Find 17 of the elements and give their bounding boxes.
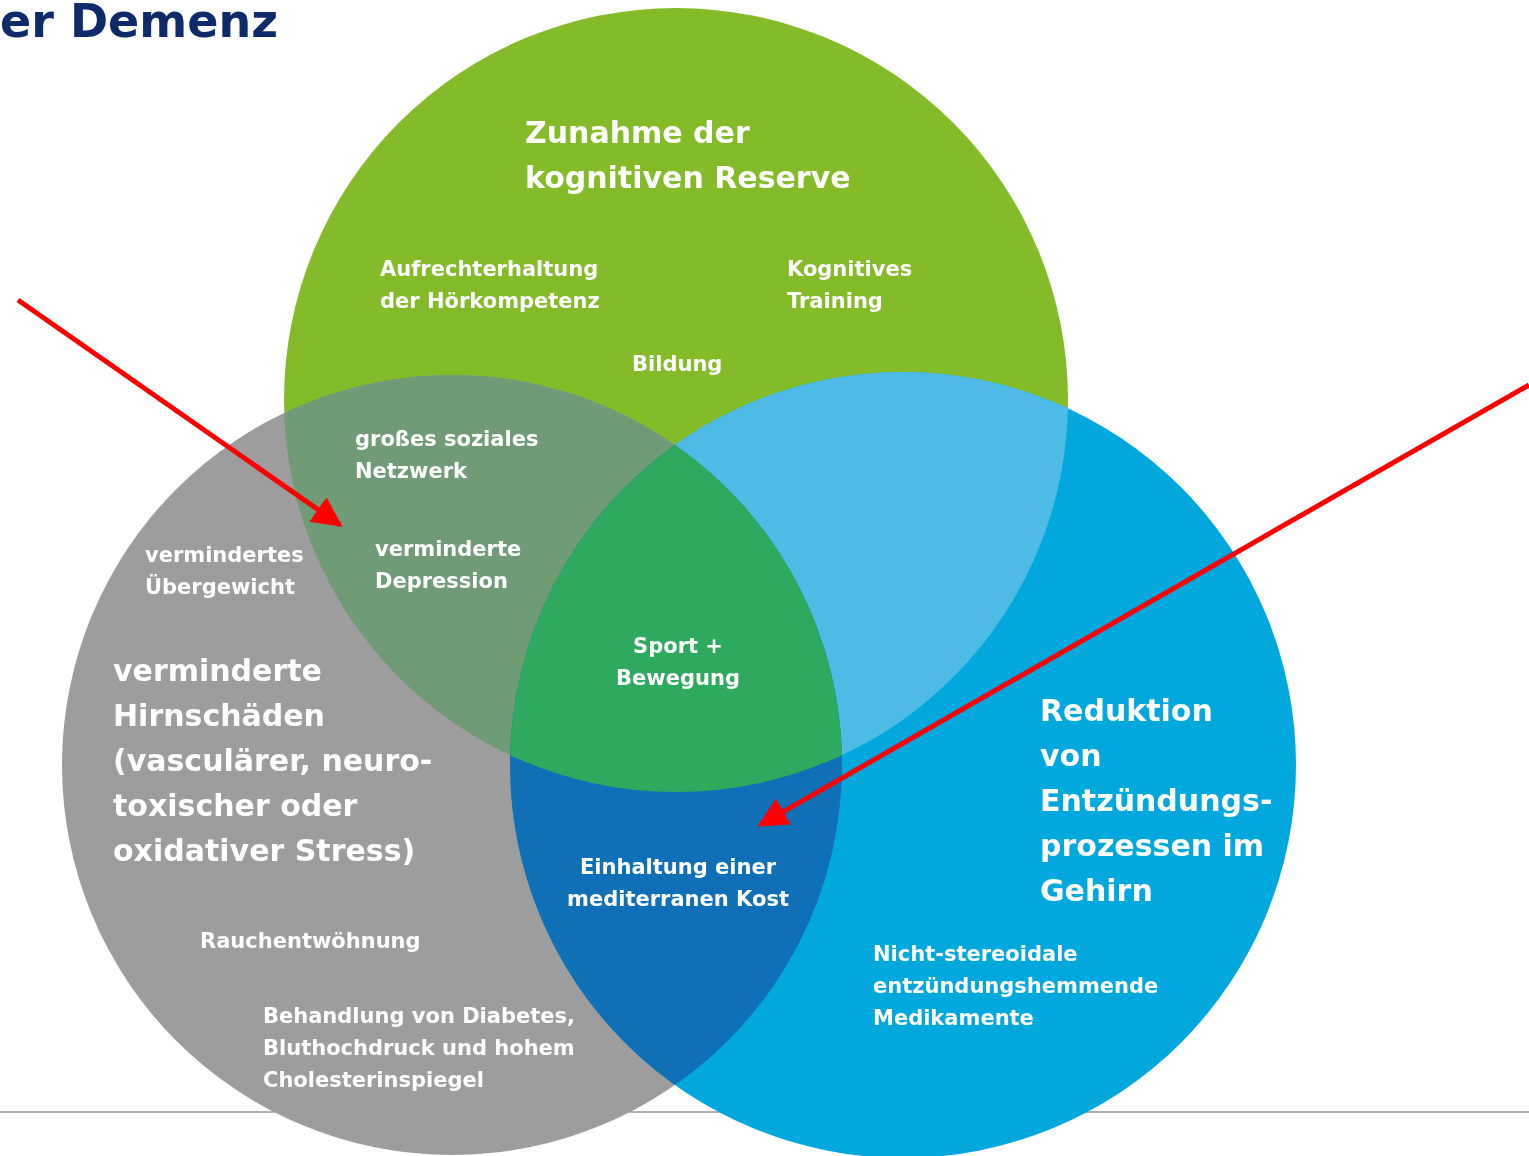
region-label: Behandlung von Diabetes, Bluthochdruck und hohem Cholesterinspiegel	[263, 1003, 576, 1094]
region-label: Einhaltung einer mediterranen Kost	[566, 854, 790, 913]
arrow	[757, 382, 1529, 828]
region-heading: Reduktion von Entzündungs-prozessen im Gehirn	[1040, 692, 1274, 910]
region-label: Rauchentwöhnung	[200, 928, 422, 955]
region-label: vermindertes Übergewicht	[145, 542, 305, 601]
region-label: verminderte Depression	[375, 536, 523, 595]
arrow	[16, 297, 343, 528]
region-label: Aufrechterhaltung der Hörkompetenz	[380, 256, 601, 315]
page-title: er Demenz	[0, 0, 278, 48]
region-label: Nicht-stereoidale entzündungshemmende Medikamente	[873, 941, 1160, 1032]
region-label: großes soziales Netzwerk	[355, 426, 540, 485]
region-heading: verminderte Hirnschäden (vasculärer, neuro-toxischer oder oxidativer Stress)	[113, 652, 434, 870]
region-heading: Zunahme der kognitiven Reserve	[525, 114, 852, 197]
region-label: Sport + Bewegung	[615, 633, 741, 692]
region-label: Kognitives Training	[787, 256, 914, 315]
region-label: Bildung	[632, 351, 724, 378]
